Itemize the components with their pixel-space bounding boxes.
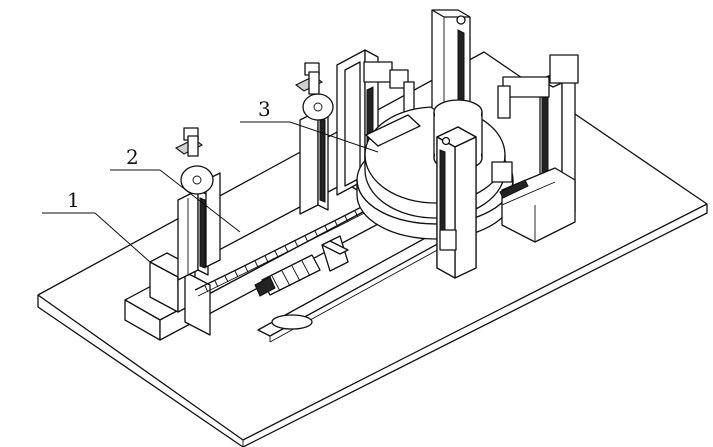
rear-center-column <box>431 9 471 116</box>
callout-3: 3 <box>258 97 271 121</box>
callout-1: 1 <box>67 188 80 212</box>
right-assembly <box>491 54 579 243</box>
gear-train <box>194 199 379 297</box>
leader-3-slant <box>289 121 379 153</box>
front-center-post <box>436 126 477 279</box>
left-column-assembly <box>174 127 221 281</box>
leader-1-slant <box>94 212 151 263</box>
rack-teeth <box>204 210 359 293</box>
rear-left-post <box>336 49 415 196</box>
middle-column-assembly <box>294 62 334 215</box>
callout-2: 2 <box>126 145 139 169</box>
leader-2-slant <box>159 169 241 233</box>
leader-lines <box>42 121 379 263</box>
